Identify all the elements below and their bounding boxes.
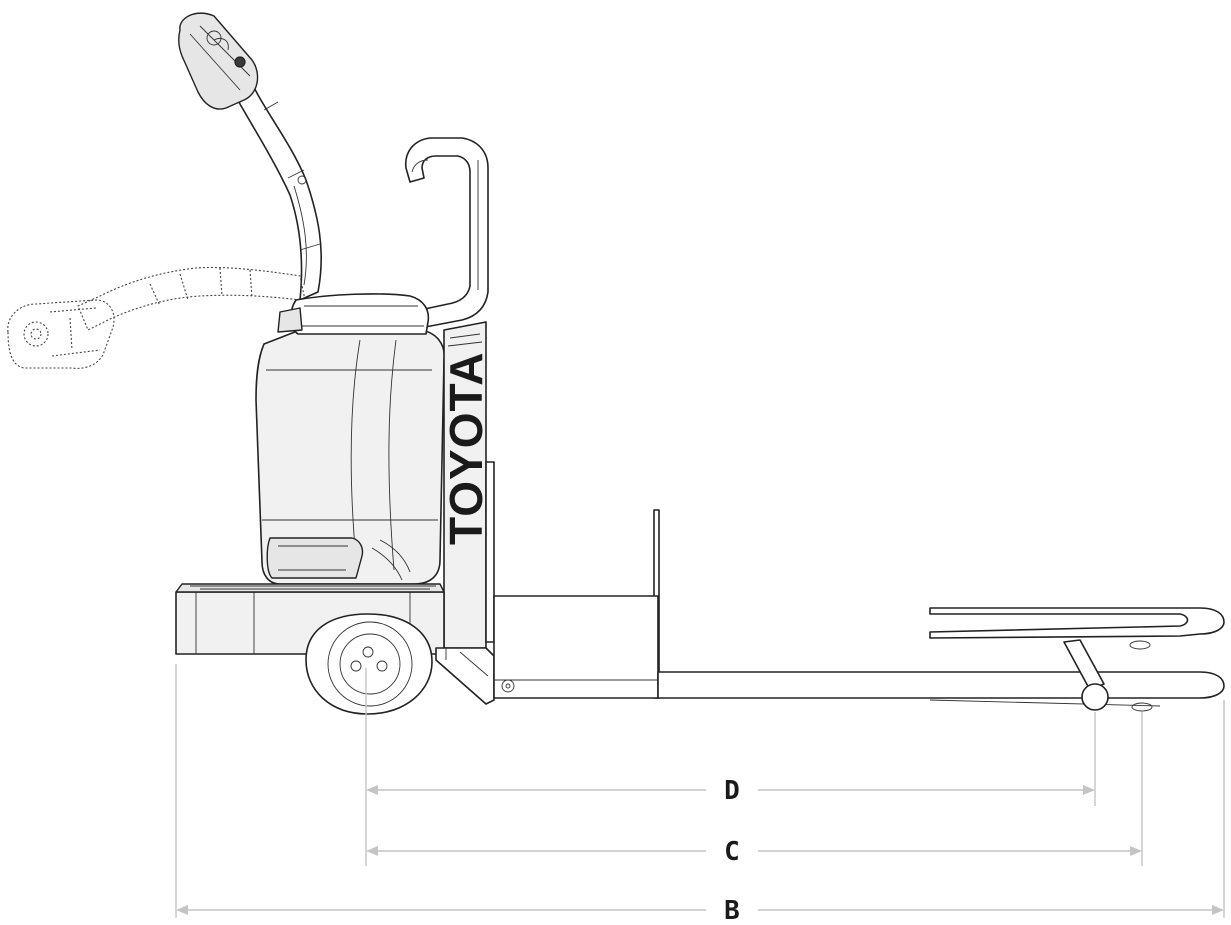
dimension-label-c: C — [724, 837, 740, 867]
dimension-label-b: B — [724, 896, 740, 925]
tiller-lowered-ghost — [7, 266, 306, 369]
dimension-B: B — [176, 896, 1224, 925]
dimension-D: D — [366, 776, 1095, 806]
dimension-C: C — [366, 837, 1142, 867]
load-backrest — [493, 509, 660, 699]
mast-plate: TOYOTA — [440, 321, 495, 649]
brand-logo-text: TOYOTA — [440, 352, 492, 545]
forks — [657, 607, 1225, 712]
drive-wheel — [305, 613, 433, 715]
tiller-raised — [177, 12, 323, 301]
dimension-lines: D C B — [175, 664, 1225, 925]
fork-linkage — [435, 647, 495, 705]
dimension-label-d: D — [724, 776, 740, 806]
drive-unit-housing — [255, 293, 445, 585]
grab-handle — [405, 137, 489, 329]
